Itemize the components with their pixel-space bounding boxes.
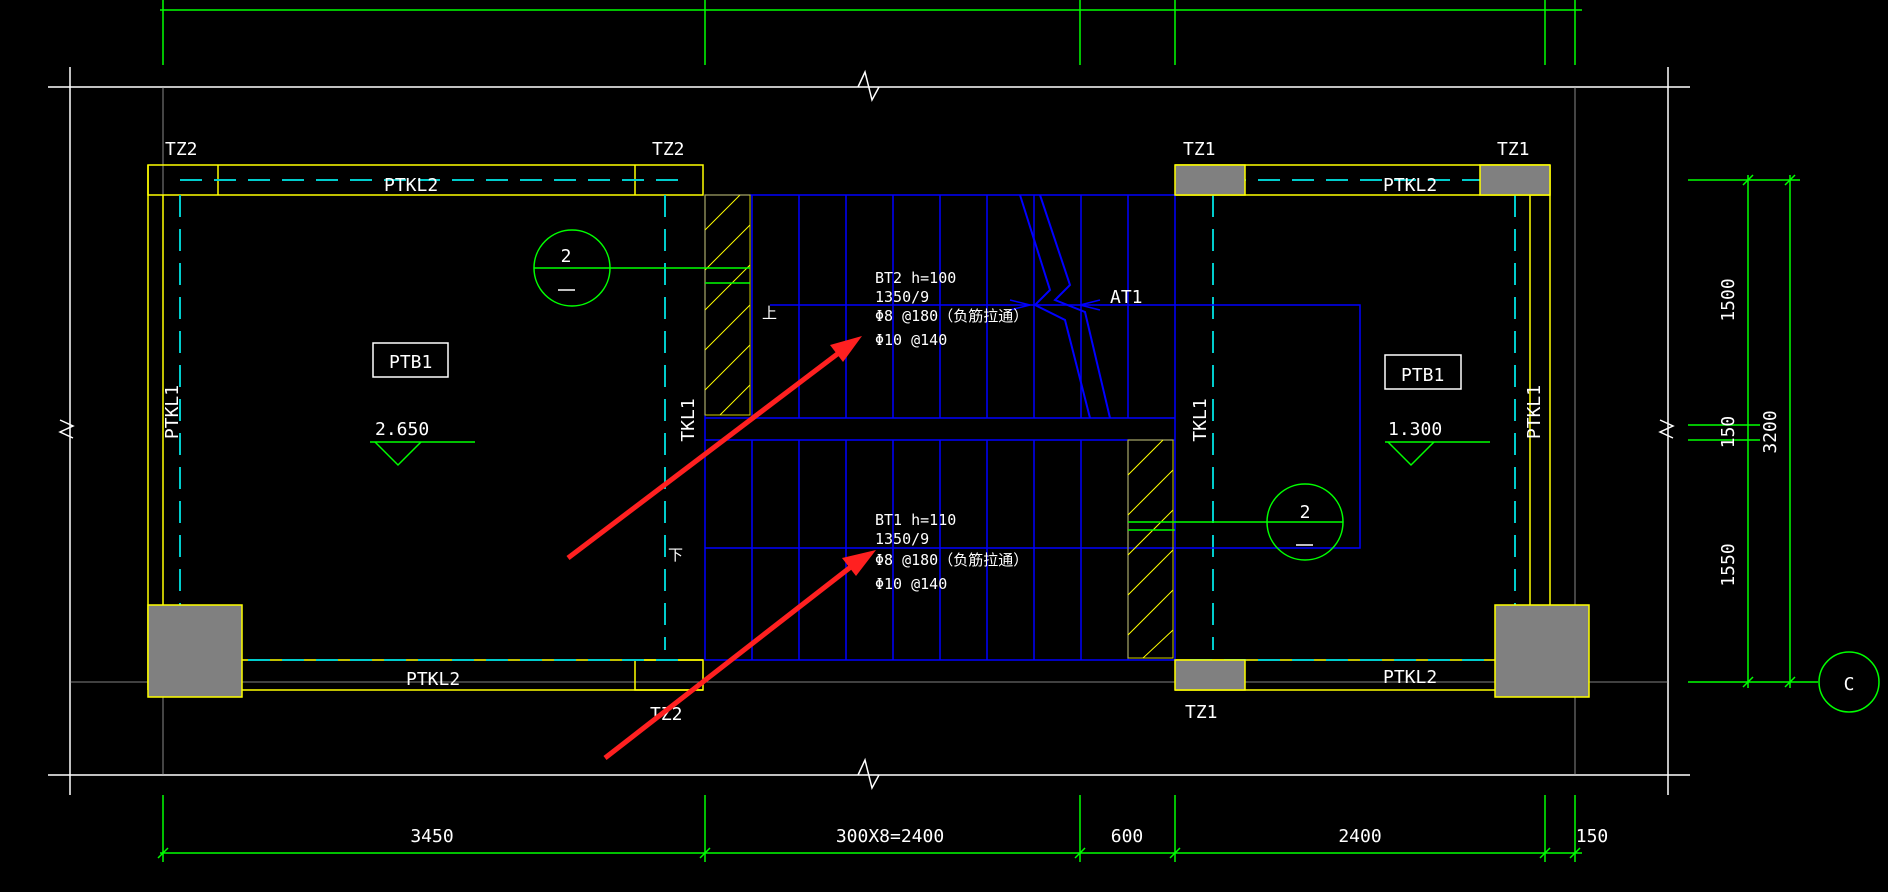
section-num-left: 2 [561,246,572,267]
column-bottom-left [147,604,243,698]
label-elev-right: 1.300 [1388,419,1442,440]
label-ptkl2-top-right: PTKL2 [1383,175,1437,196]
label-up: 上 [762,304,777,322]
bt1-note-4: Φ10 @140 [875,575,947,593]
break-mark-top [857,69,880,103]
columns [147,164,1590,698]
grid-lines [48,67,1690,795]
label-elev-left: 2.650 [375,419,429,440]
ptb1-box-right [1384,354,1462,390]
bottom-dimension [157,795,1582,862]
column-tz1-top-right [1479,164,1551,196]
label-tz1-bottom: TZ1 [1185,702,1218,723]
stair-flights [704,194,1361,661]
bt2-note-1: BT2 h=100 [875,269,956,287]
top-dimension [160,0,1582,65]
label-ptkl2-bottom-right: PTKL2 [1383,667,1437,688]
column-tz1-bottom [1174,659,1246,691]
label-tz1-top-left: TZ1 [1183,139,1216,160]
bt2-note-3: Φ8 @180（负筋拉通） [875,307,1028,325]
bt1-note-3: Φ8 @180（负筋拉通） [875,551,1028,569]
label-ptkl2-bottom-left: PTKL2 [406,669,460,690]
bt2-note-4: Φ10 @140 [875,331,947,349]
right-dimension [1688,174,1818,688]
dim-bottom-3: 600 [1111,826,1144,847]
break-mark-bottom [857,757,880,791]
wall-outline [147,164,1551,691]
column-tz1-top-left [1174,164,1246,196]
label-tz2-top-left: TZ2 [165,139,198,160]
label-ptkl1-right: PTKL1 [1524,385,1545,439]
label-ptkl1-left: PTKL1 [162,385,183,439]
label-ptb1-right: PTB1 [1401,365,1444,386]
elevation-marker-left [370,441,475,467]
break-mark-right [1658,419,1675,439]
grid-axis-bubble: C [1818,651,1880,713]
section-symbol-left [533,229,750,307]
label-tkl1-right: TKL1 [1190,398,1211,441]
label-tz2-top-mid: TZ2 [652,139,685,160]
dim-right-1: 1500 [1718,278,1739,321]
hatch-walls [704,194,1174,659]
column-bottom-right [1494,604,1590,698]
dim-bottom-4: 2400 [1338,826,1381,847]
dim-bottom-2: 300X8=2400 [836,826,944,847]
section-num-right: 2 [1300,502,1311,523]
bt1-note-1: BT1 h=110 [875,511,956,529]
dim-right-4: 3200 [1760,410,1781,453]
grid-axis-label: C [1844,674,1855,695]
label-down: 下 [668,546,683,564]
label-at1: AT1 [1110,287,1143,308]
label-tkl1-left: TKL1 [678,398,699,441]
bt1-note-2: 1350/9 [875,530,929,548]
section-symbol-right [1128,483,1344,561]
elevation-marker-right [1385,441,1490,467]
ptb1-box-left [372,342,449,378]
label-ptkl2-top-left: PTKL2 [384,175,438,196]
dim-right-3: 1550 [1718,543,1739,586]
red-arrow-lower [603,550,876,760]
dim-bottom-5: 150 [1576,826,1609,847]
bt2-note-2: 1350/9 [875,288,929,306]
label-ptb1-left: PTB1 [389,352,432,373]
label-tz1-top-right: TZ1 [1497,139,1530,160]
break-mark-left [58,419,75,439]
dim-bottom-1: 3450 [410,826,453,847]
dim-right-2: 150 [1718,416,1739,449]
red-arrow-upper [566,336,862,560]
